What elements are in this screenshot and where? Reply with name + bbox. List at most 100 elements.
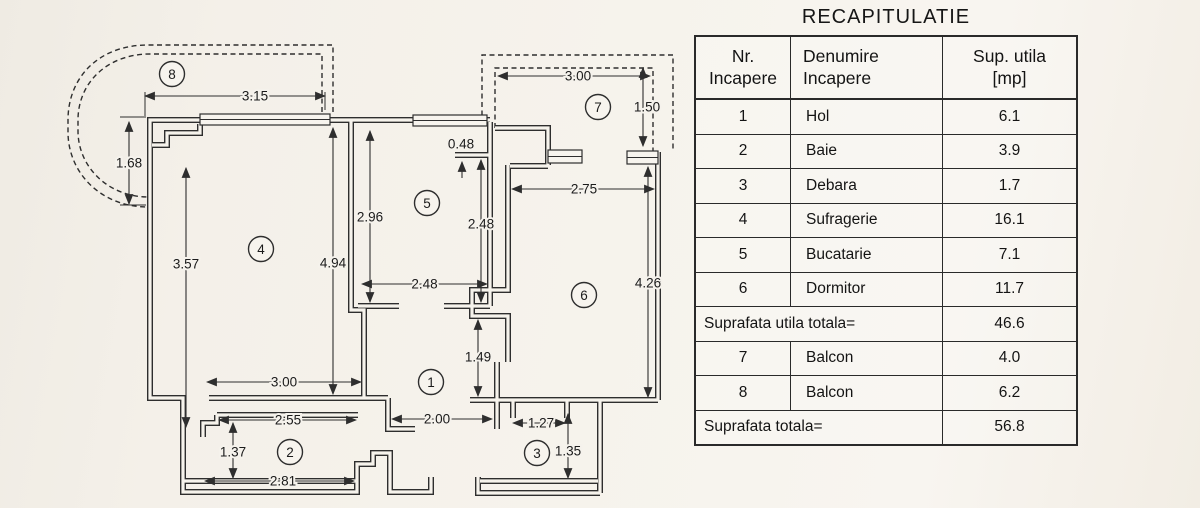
header-nr-line2: Incapere	[708, 67, 778, 88]
room-name-cell: Balcon	[790, 376, 942, 410]
radiator-room6-top	[547, 149, 583, 164]
room-name-cell: Sufragerie	[790, 203, 942, 237]
room-area-cell: 6.2	[942, 376, 1076, 410]
recap-table: Nr. Incapere Denumire Incapere Sup. util…	[694, 35, 1078, 446]
recap-title: RECAPITULATIE	[801, 6, 971, 28]
dimension-label: 1.49	[465, 350, 491, 365]
header-cell-nr: Nr. Incapere	[696, 37, 790, 98]
dimension-label: 2.48	[411, 277, 437, 292]
dimension-label: 2.48	[468, 217, 494, 232]
room-area-cell: 1.7	[942, 169, 1076, 203]
dimension-label: 2.75	[571, 182, 597, 197]
room-number-cell: 2	[738, 142, 748, 160]
room-number-circle	[417, 368, 445, 396]
header-cell-suprafata: Sup. utila [mp]	[942, 37, 1076, 98]
header-cell-denumire: Denumire Incapere	[790, 37, 942, 98]
room-number-marker: 8	[158, 60, 186, 88]
dimension-label: 2.55	[275, 413, 301, 428]
room-name-cell: Dormitor	[790, 272, 942, 306]
room-number-marker: 4	[247, 235, 275, 263]
total-label: Suprafata totala=	[704, 418, 823, 436]
room-number-text: 8	[168, 67, 176, 82]
dimension-label: 3.57	[173, 257, 199, 272]
room-number-text: 2	[286, 445, 294, 460]
dimension-label: 1.68	[116, 156, 142, 171]
room-number-marker: 1	[417, 368, 445, 396]
room-number-circle	[276, 438, 304, 466]
room-name-cell: Balcon	[790, 341, 942, 375]
room-number-text: 3	[533, 446, 541, 461]
room-number-marker: 3	[523, 439, 551, 467]
room-number-cell: 5	[738, 245, 748, 263]
room-number-circle	[247, 235, 275, 263]
room-number-text: 4	[257, 242, 265, 257]
room-number-marker: 5	[413, 189, 441, 217]
room-area-cell: 3.9	[942, 134, 1076, 168]
header-nr-line1: Nr.	[731, 45, 755, 66]
extension-lines	[120, 92, 326, 206]
room-number-cell: 6	[738, 280, 748, 298]
total-row: Suprafata totala= 56.8	[696, 409, 1076, 444]
header-denumire-line2: Incapere	[803, 67, 872, 88]
total-row: Suprafata utila totala= 46.6	[696, 306, 1076, 341]
balcony-outlines	[67, 44, 674, 208]
recap-table-header: Nr. Incapere Denumire Incapere Sup. util…	[696, 37, 1076, 100]
room-number-markers: 8 7 5 4 6 1 2 3	[158, 60, 612, 467]
room-area-cell: 11.7	[942, 272, 1076, 306]
dimension-label: 4.94	[320, 256, 347, 271]
dimension-label: 2.81	[270, 474, 296, 489]
recap-section: RECAPITULATIE Nr. Incapere Denumire Inca…	[694, 6, 1078, 446]
dimension-label: 4.26	[635, 276, 661, 291]
room-name-cell: Bucatarie	[790, 238, 942, 272]
room-number-marker: 2	[276, 438, 304, 466]
room-number-text: 1	[427, 375, 435, 390]
balcony-7-outline-outer	[481, 54, 674, 150]
room-area-cell: 6.1	[942, 100, 1076, 134]
room-number-marker: 7	[584, 93, 612, 121]
room-name-cell: Hol	[790, 100, 942, 134]
window-room6-top-right	[626, 150, 659, 165]
total-label: Suprafata utila totala=	[704, 314, 856, 332]
room-number-text: 5	[423, 196, 431, 211]
room-number-cell: 3	[738, 176, 748, 194]
window-symbols	[199, 113, 659, 165]
dimension-label: 0.48	[448, 137, 474, 152]
room-number-text: 7	[594, 100, 602, 115]
dimension-label: 2.96	[357, 210, 383, 225]
room-area-cell: 4.0	[942, 341, 1076, 375]
dimension-label: 1.27	[528, 416, 554, 431]
dimension-label: 3.00	[271, 375, 297, 390]
room-number-circle	[584, 93, 612, 121]
header-suprafata-line1: Sup. utila	[973, 45, 1046, 66]
dimension-label: 1.35	[555, 444, 581, 459]
dimension-label: 1.50	[634, 100, 660, 115]
room-number-cell: 7	[738, 349, 748, 367]
dimension-label: 2.00	[424, 412, 450, 427]
room-number-cell: 8	[738, 383, 748, 401]
window-room5-top	[412, 114, 488, 127]
room-number-circle	[570, 281, 598, 309]
header-denumire-line1: Denumire	[803, 45, 879, 66]
room-number-cell: 4	[738, 211, 748, 229]
room-number-cell: 1	[738, 107, 748, 125]
room-area-cell: 7.1	[942, 238, 1076, 272]
total-value: 56.8	[942, 410, 1076, 444]
window-room4-top	[199, 113, 331, 126]
room-number-circle	[158, 60, 186, 88]
balcony-8-outline-outer	[67, 44, 334, 208]
room-number-circle	[413, 189, 441, 217]
total-value: 46.6	[942, 307, 1076, 341]
room-name-cell: Debara	[790, 169, 942, 203]
room-number-text: 6	[580, 288, 588, 303]
balcony-7-outline-inner	[494, 67, 654, 152]
